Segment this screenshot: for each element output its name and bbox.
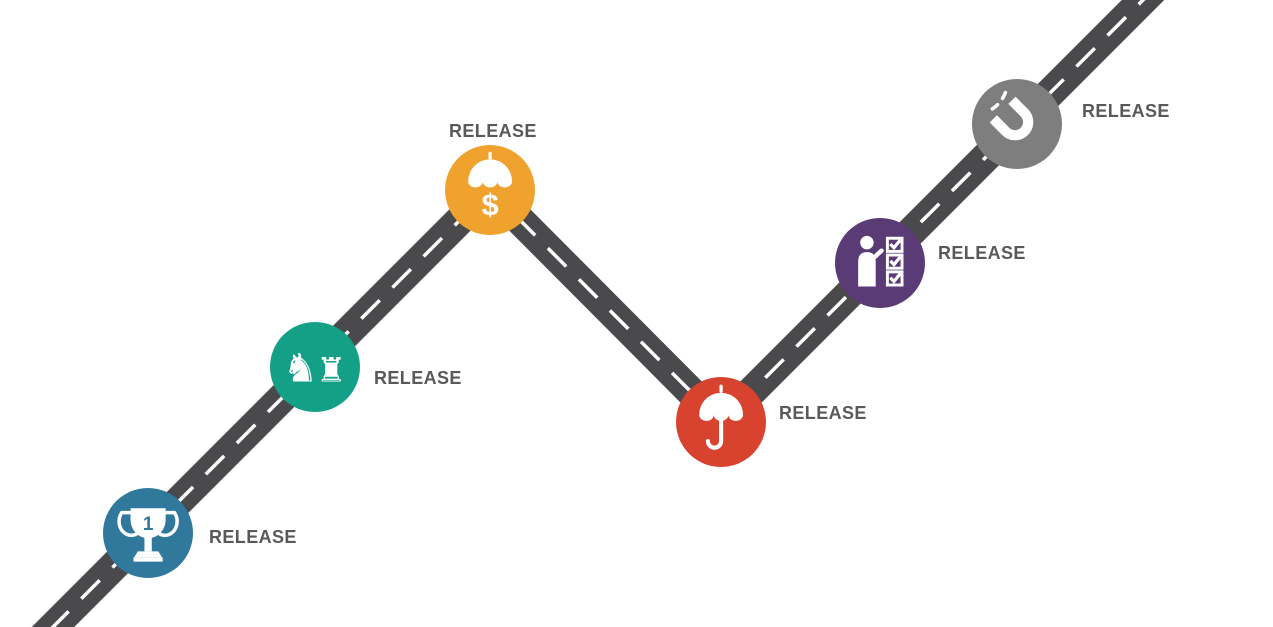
release-label-3: RELEASE [449,121,537,141]
release-label-4: RELEASE [779,403,867,423]
milestone-trophy: 1 [103,488,193,578]
umbrella-icon [699,384,743,450]
umbrella-dollar-icon: $ [468,151,512,222]
chess-knight-glyph: ♞ [283,346,318,392]
presenter-checklist-icon [858,235,904,287]
trophy-first-place-icon: 1 [117,508,179,562]
release-label-5: RELEASE [938,243,1026,263]
milestone-chess: ♞ ♜ [270,322,360,412]
magnet-icon [983,90,1034,141]
milestone-umbrella [676,377,766,467]
chess-rook-glyph: ♜ [316,351,346,390]
milestone-checklist [835,218,925,308]
chess-knight-rook-icon: ♞ ♜ [283,346,346,392]
milestone-umbrella-dollar: $ [445,145,535,235]
road-centerline [0,0,1210,627]
dollar-symbol: $ [481,187,498,222]
magnet-field-lines [983,90,1008,115]
trophy-number: 1 [143,514,154,535]
release-label-1: RELEASE [209,527,297,547]
release-label-6: RELEASE [1082,101,1170,121]
release-label-2: RELEASE [374,368,462,388]
milestone-magnet [972,79,1062,169]
